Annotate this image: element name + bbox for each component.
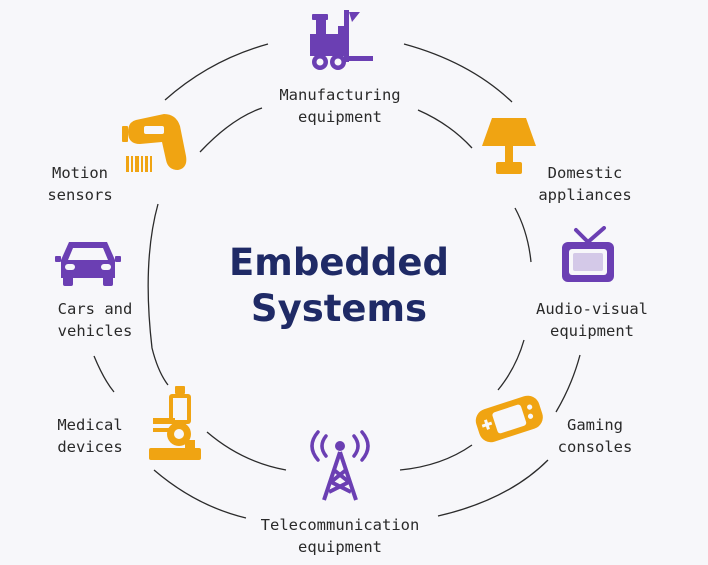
- arc-bottom-right-outer: [437, 459, 549, 517]
- arc-bottom-left: [206, 431, 287, 471]
- label-manufacturing-line2: equipment: [298, 108, 382, 126]
- label-cars-line1: Cars and: [57, 300, 133, 318]
- center-title: Embedded Systems: [204, 240, 474, 332]
- arc-left-lower: [93, 355, 115, 393]
- label-motion-line2: sensors: [47, 186, 113, 204]
- arc-left-inner: [147, 203, 169, 386]
- label-audio-visual: Audio-visual equipment: [522, 298, 662, 342]
- forklift-icon: [310, 10, 373, 70]
- label-telecom-line2: equipment: [298, 538, 382, 556]
- car-icon: [55, 242, 121, 286]
- label-telecom: Telecommunication equipment: [230, 514, 450, 558]
- lamp-icon: [482, 118, 536, 174]
- label-domestic-line2: appliances: [538, 186, 632, 204]
- label-medical-line1: Medical: [57, 416, 123, 434]
- label-audio-visual-line1: Audio-visual: [536, 300, 648, 318]
- arc-right-lower: [497, 339, 525, 391]
- label-domestic: Domestic appliances: [525, 162, 645, 206]
- arc-right-upper: [514, 207, 532, 263]
- arc-top-left: [164, 43, 269, 101]
- label-gaming-line1: Gaming: [567, 416, 623, 434]
- label-gaming-line2: consoles: [557, 438, 633, 456]
- tv-icon: [562, 226, 614, 282]
- label-medical: Medical devices: [40, 414, 140, 458]
- arc-top-left-inner: [199, 107, 263, 153]
- arc-bottom-left-outer: [153, 469, 247, 519]
- label-manufacturing-line1: Manufacturing: [279, 86, 401, 104]
- label-telecom-line1: Telecommunication: [260, 516, 420, 534]
- arc-top-right-inner: [417, 109, 473, 149]
- game-console-icon: [475, 395, 543, 443]
- label-cars-line2: vehicles: [57, 322, 133, 340]
- label-domestic-line1: Domestic: [547, 164, 623, 182]
- label-audio-visual-line2: equipment: [550, 322, 634, 340]
- label-motion-line1: Motion: [52, 164, 108, 182]
- center-title-line2: Systems: [250, 287, 428, 330]
- microscope-icon: [149, 386, 201, 460]
- label-gaming: Gaming consoles: [540, 414, 650, 458]
- arc-right-outer: [555, 354, 581, 413]
- barcode-scanner-icon: [122, 114, 187, 172]
- arc-bottom-right: [399, 444, 473, 471]
- antenna-tower-icon: [310, 430, 370, 501]
- arc-top-right: [403, 43, 513, 103]
- label-medical-line2: devices: [57, 438, 123, 456]
- center-title-line1: Embedded: [229, 241, 449, 284]
- label-manufacturing: Manufacturing equipment: [250, 84, 430, 128]
- label-cars: Cars and vehicles: [40, 298, 150, 342]
- label-motion: Motion sensors: [35, 162, 125, 206]
